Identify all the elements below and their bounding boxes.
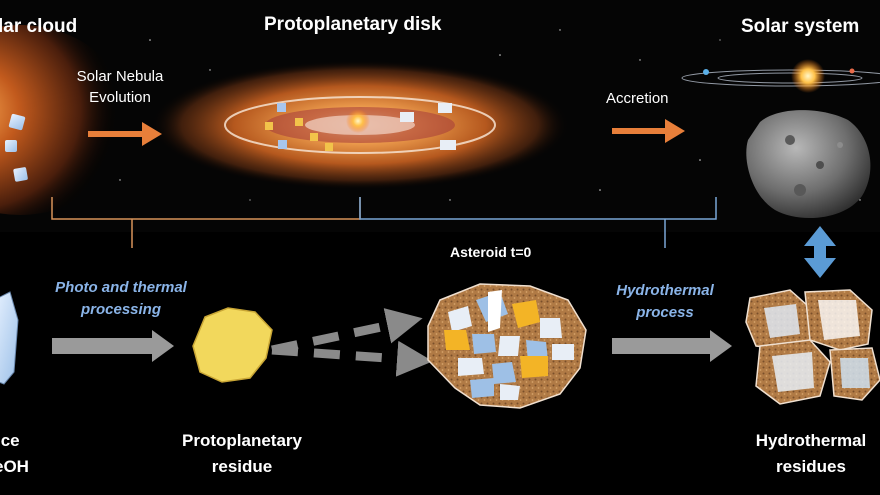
ice-grain: [0, 291, 19, 385]
label-accretion: Accretion: [606, 90, 669, 107]
label-ice: ice eOH: [0, 428, 34, 480]
label-hydrothermal-process: Hydrothermal process: [604, 280, 726, 324]
label-hydro-res-line1: Hydrothermal: [755, 431, 867, 450]
asteroid-t0: [427, 283, 587, 409]
label-hydro-line1: Hydrothermal: [616, 282, 714, 299]
label-nebula-line1: Solar Nebula: [76, 68, 164, 85]
title-solar-cloud: lar cloud: [0, 16, 78, 37]
dashed-arrow-upper: [271, 308, 423, 355]
photo-process-arrow: [52, 330, 174, 362]
label-protoplanetary-residue: Protoplanetary residue: [168, 428, 316, 480]
asteroid-bennu: [746, 110, 871, 219]
nebula-evolution-arrow: [88, 122, 162, 146]
stars: [119, 29, 861, 201]
label-hydro-line2: process: [636, 304, 694, 321]
accretion-arrow: [612, 119, 685, 143]
label-nebula-line2: Evolution: [89, 89, 151, 106]
label-asteroid-t0: Asteroid t=0: [450, 244, 532, 260]
label-photo-line1: Photo and thermal: [55, 279, 187, 296]
title-protoplanetary-disk: Protoplanetary disk: [264, 14, 442, 35]
sun: [791, 59, 825, 93]
label-ice-line1: ice: [0, 431, 20, 450]
ice-grains-cloud: [5, 113, 28, 182]
hydrothermal-residues: [745, 289, 880, 405]
title-solar-system: Solar system: [741, 16, 860, 37]
label-photo-thermal: Photo and thermal processing: [36, 277, 206, 321]
protostar: [346, 109, 370, 133]
protoplanetary-residue: [192, 307, 273, 383]
label-hydro-res-line2: residues: [776, 457, 846, 476]
bracket-blue: [359, 197, 717, 248]
disk-grains: [265, 103, 456, 151]
label-solar-nebula-evolution: Solar Nebula Evolution: [72, 66, 168, 108]
link-double-arrow: [804, 226, 836, 278]
label-hydrothermal-residues: Hydrothermal residues: [742, 428, 880, 480]
label-photo-line2: processing: [80, 301, 162, 318]
hydro-process-arrow: [612, 330, 732, 362]
label-ice-line2: eOH: [0, 457, 29, 476]
molecular-cloud: [0, 25, 130, 215]
label-residue-line2: residue: [211, 457, 273, 476]
label-residue-line1: Protoplanetary: [182, 431, 302, 450]
dashed-arrow-lower: [271, 340, 433, 377]
